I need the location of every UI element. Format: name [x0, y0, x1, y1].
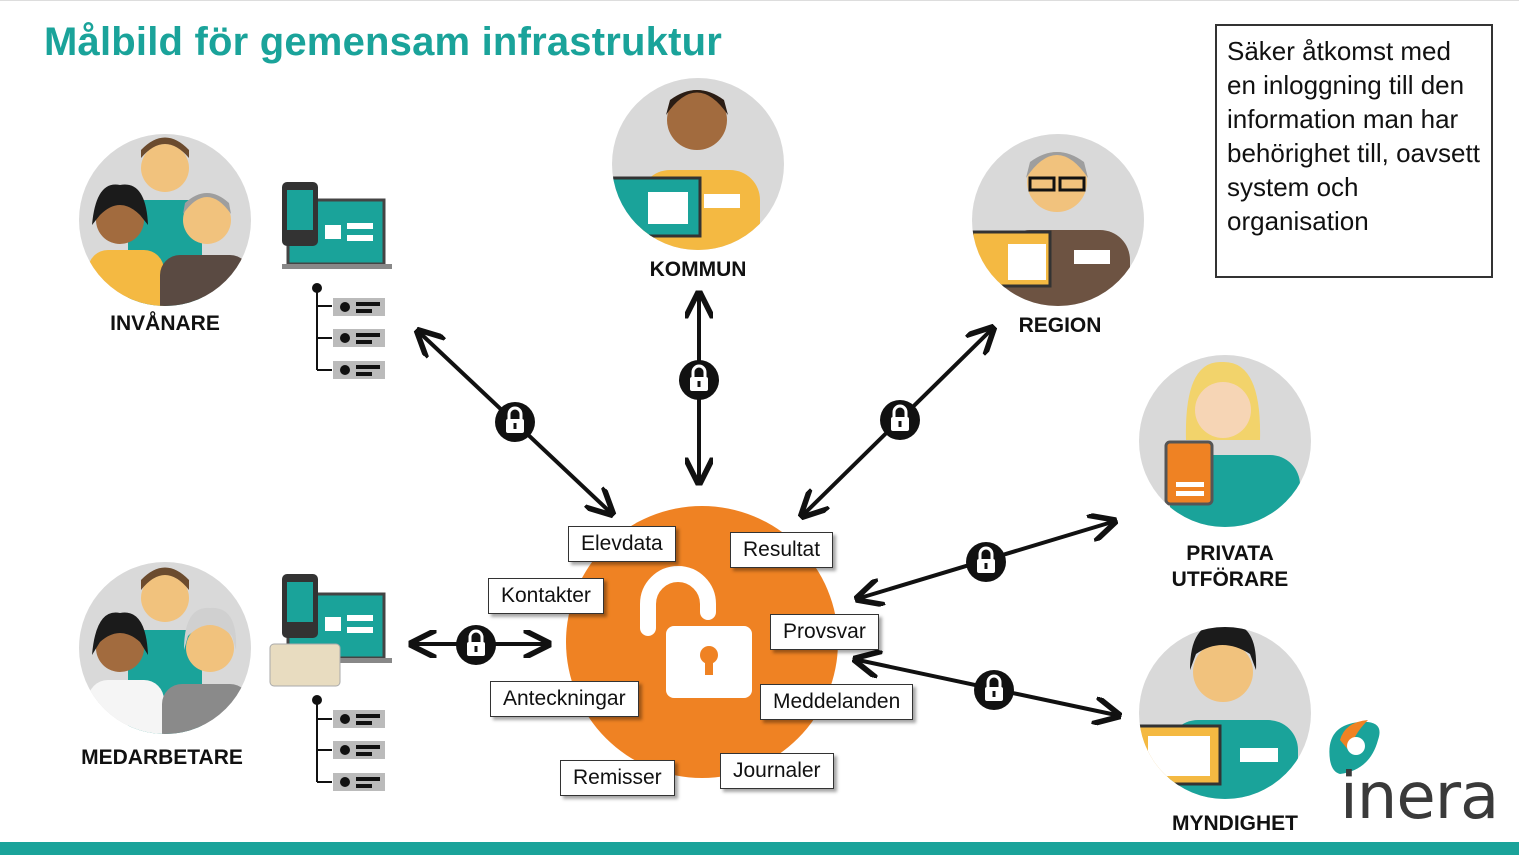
- callout-box: Säker åtkomst med en inloggning till den…: [1215, 24, 1493, 278]
- inera-logo-text: inera: [1340, 760, 1499, 834]
- tag-anteckningar: Anteckningar: [490, 681, 639, 717]
- tag-kontakter: Kontakter: [488, 578, 604, 614]
- tag-elevdata: Elevdata: [568, 526, 676, 562]
- tag-journaler: Journaler: [720, 753, 834, 789]
- inera-logo-icon: [1329, 720, 1380, 774]
- lock-icon: [454, 623, 498, 667]
- invanare-label: INVÅNARE: [110, 312, 220, 335]
- medarbetare-people-icon: [79, 562, 251, 734]
- tag-provsvar: Provsvar: [770, 614, 879, 650]
- invanare-people-icon: [79, 134, 251, 306]
- laptop-phone-icon: [269, 574, 392, 687]
- lock-icon: [493, 400, 537, 444]
- user-list-icon: [312, 695, 332, 783]
- lock-icon: [677, 358, 721, 402]
- privata-label-line2: UTFÖRARE: [1171, 568, 1289, 591]
- lock-icon: [878, 398, 922, 442]
- top-line: [0, 0, 1519, 1]
- kommun-person-icon: [612, 78, 784, 250]
- bottom-bar: [0, 842, 1519, 855]
- tag-meddelanden: Meddelanden: [760, 684, 914, 720]
- region-label: REGION: [1018, 314, 1102, 337]
- tag-resultat: Resultat: [730, 532, 834, 568]
- slide-title: Målbild för gemensam infrastruktur: [44, 20, 723, 64]
- lock-icon: [972, 668, 1016, 712]
- myndighet-label: MYNDIGHET: [1172, 812, 1298, 835]
- region-person-icon: [972, 134, 1144, 306]
- lock-icon: [964, 540, 1008, 584]
- kommun-label: KOMMUN: [649, 258, 747, 281]
- myndighet-person-icon: [1139, 627, 1311, 799]
- laptop-phone-icon: [282, 182, 392, 269]
- privata-label-line1: PRIVATA: [1186, 542, 1274, 565]
- medarbetare-label: MEDARBETARE: [81, 746, 243, 769]
- tag-remisser: Remisser: [560, 760, 675, 796]
- user-list-icon: [312, 283, 332, 371]
- privata-person-icon: [1139, 355, 1311, 527]
